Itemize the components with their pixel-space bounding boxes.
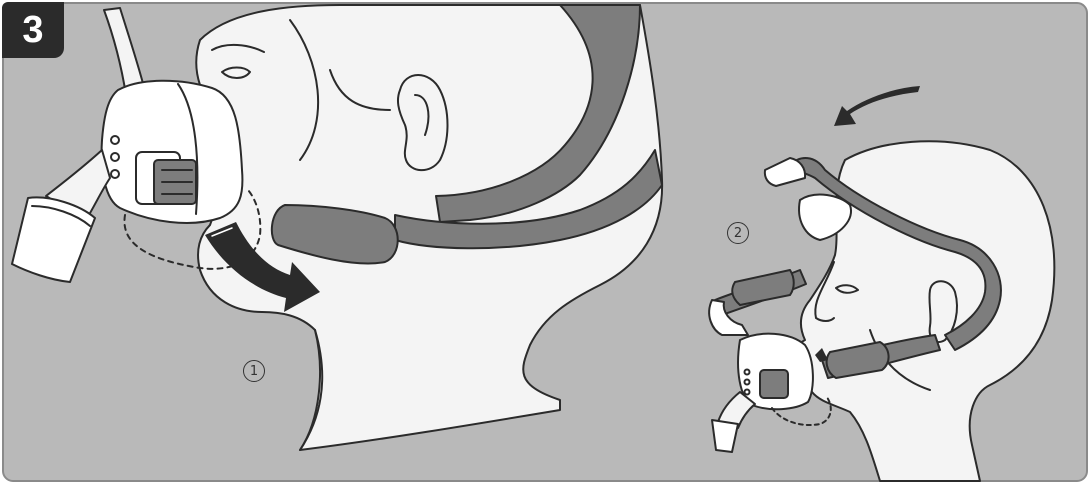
profile-vent-hole (745, 370, 750, 375)
closeup-vent-hole (111, 136, 119, 144)
profile-mask-clip (760, 370, 788, 398)
closeup-vent-hole (111, 170, 119, 178)
profile-eye (836, 285, 858, 293)
callout-1: 1 (243, 360, 265, 382)
callout-2: 2 (727, 222, 749, 244)
closeup-ear (398, 75, 448, 170)
step-number-badge: 3 (2, 2, 64, 58)
closeup-vent-hole (111, 153, 119, 161)
profile-vent-hole (745, 390, 750, 395)
profile-vent-hole (745, 380, 750, 385)
